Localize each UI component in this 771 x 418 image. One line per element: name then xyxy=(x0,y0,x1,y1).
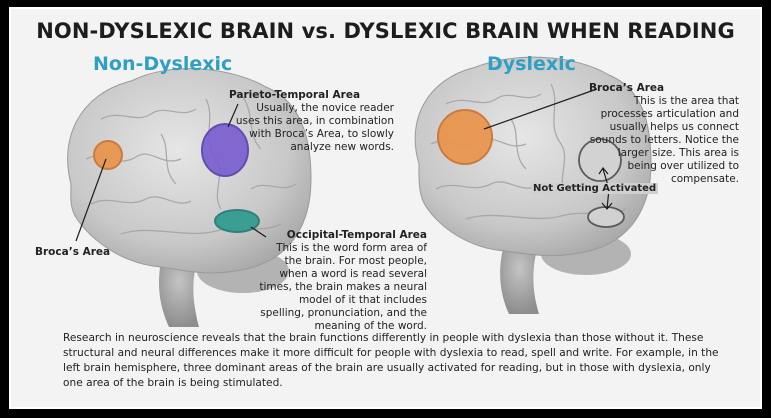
broca-area-marker-left xyxy=(94,141,122,169)
occipital-temporal-label: Occipital-Temporal Area This is the word… xyxy=(257,229,427,333)
broca-area-label-right: Broca’s Area This is the area that proce… xyxy=(589,82,739,186)
non-dyslexic-heading: Non-Dyslexic xyxy=(93,53,232,75)
broca-area-label-left: Broca’s Area xyxy=(35,246,110,259)
occipital-temporal-marker xyxy=(215,210,259,232)
parieto-temporal-description: Usually, the novice reader uses this are… xyxy=(229,102,394,154)
parieto-temporal-name: Parieto-Temporal Area xyxy=(229,89,394,102)
broca-area-marker-right xyxy=(438,110,492,164)
research-paragraph: Research in neuroscience reveals that th… xyxy=(63,331,723,391)
occipital-temporal-description: This is the word form area of the brain.… xyxy=(257,242,427,333)
broca-area-name-right: Broca’s Area xyxy=(589,82,739,95)
broca-area-description-right: This is the area that processes articula… xyxy=(589,95,739,186)
dyslexic-heading: Dyslexic xyxy=(487,53,576,75)
occipital-temporal-name: Occipital-Temporal Area xyxy=(257,229,427,242)
infographic-title: NON-DYSLEXIC BRAIN vs. DYSLEXIC BRAIN WH… xyxy=(11,19,760,43)
not-getting-activated-label: Not Getting Activated xyxy=(531,183,658,194)
parieto-temporal-label: Parieto-Temporal Area Usually, the novic… xyxy=(229,89,394,154)
infographic-panel: NON-DYSLEXIC BRAIN vs. DYSLEXIC BRAIN WH… xyxy=(9,7,762,409)
occipital-temporal-inactive-marker xyxy=(588,207,624,227)
